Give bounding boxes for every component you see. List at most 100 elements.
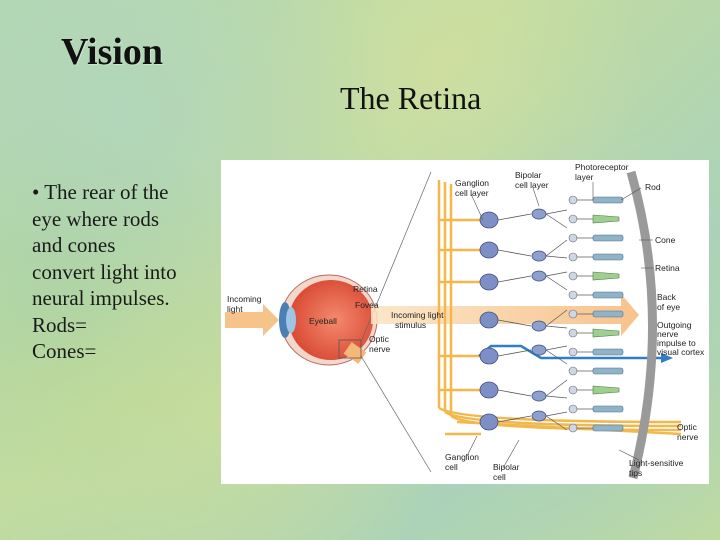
bipolar-dendrite (545, 209, 568, 215)
ganglion-cell-layer (479, 211, 532, 431)
label-ganglion-cell: cell (445, 462, 458, 472)
bipolar-dendrite (545, 415, 568, 431)
bipolar-dendrite (545, 309, 568, 327)
bipolar-dendrite (545, 213, 568, 229)
ganglion-axon (497, 415, 532, 423)
label-light-sensitive-tips: tips (629, 468, 642, 478)
bipolar-cell (531, 344, 547, 356)
ganglion-cell (479, 241, 499, 259)
eyeball-illustration (279, 274, 378, 366)
photoreceptor-nucleus (568, 271, 578, 281)
cone-cell (592, 214, 620, 224)
bipolar-dendrite (545, 271, 568, 277)
rod-cell (592, 348, 624, 356)
bipolar-dendrite (545, 395, 568, 399)
rods-line: Rods= (32, 312, 88, 337)
label-back-of-eye: Back (657, 292, 677, 302)
retina-diagram-svg: Incoming light Eyeball Retina Fovea Opti… (225, 162, 705, 482)
bipolar-cell (531, 270, 547, 282)
label-light-sensitive-tips: Light-sensitive (629, 458, 684, 468)
impulse-arrowhead (661, 353, 673, 363)
label-back-of-eye: of eye (657, 302, 680, 312)
label-ganglion-layer: Ganglion (455, 178, 489, 188)
bullet-line: eye where rods (32, 206, 160, 231)
label-retina: Retina (353, 284, 378, 294)
bullet-line: • The rear of the (32, 180, 169, 204)
photoreceptor-nucleus (568, 290, 578, 300)
ganglion-cell (479, 381, 499, 399)
label-ganglion-layer: cell layer (455, 188, 489, 198)
label-retina-right: Retina (655, 263, 680, 273)
bipolar-cell (531, 250, 547, 262)
incoming-light-arrow (225, 304, 279, 336)
ganglion-cell (479, 311, 499, 329)
label-optic-nerve-eye: nerve (369, 344, 391, 354)
photoreceptor-nucleus (568, 233, 578, 243)
label-bipolar-layer: cell layer (515, 180, 549, 190)
bipolar-dendrite (545, 325, 568, 329)
ganglion-axon (497, 389, 532, 397)
retina-diagram: Incoming light Eyeball Retina Fovea Opti… (221, 160, 709, 484)
label-photoreceptor-layer: Photoreceptor (575, 162, 629, 172)
bipolar-dendrite (545, 275, 568, 291)
label-incoming-stimulus: Incoming light (391, 310, 444, 320)
ganglion-axon (497, 349, 532, 357)
ganglion-axon (497, 213, 532, 221)
label-optic-nerve-right: Optic (677, 422, 698, 432)
slide-title: Vision (61, 31, 164, 73)
bipolar-cell (531, 390, 547, 402)
label-bipolar-cell: Bipolar (493, 462, 520, 472)
rod-cell (592, 405, 624, 413)
photoreceptor-nucleus (568, 309, 578, 319)
ganglion-axon (497, 275, 532, 283)
rod-cell (592, 424, 624, 432)
bullet-line: neural impulses. (32, 286, 170, 310)
label-photoreceptor-layer: layer (575, 172, 594, 182)
label-bipolar-layer: Bipolar (515, 170, 542, 180)
label-outgoing-impulse: Outgoing (657, 320, 692, 330)
ganglion-cell (479, 273, 499, 291)
slide-subtitle: The Retina (340, 80, 482, 116)
photoreceptor-nucleus (568, 423, 578, 433)
cone-cell (592, 271, 620, 281)
label-leaders (466, 182, 653, 469)
light-stimulus-beam (371, 294, 639, 336)
label-incoming-light: light (227, 304, 243, 314)
bipolar-cell (531, 410, 547, 422)
bipolar-dendrite (545, 345, 568, 351)
label-outgoing-impulse: impulse to (657, 338, 696, 348)
label-bipolar-cell: cell (493, 472, 506, 482)
photoreceptor-nucleus (568, 195, 578, 205)
rod-cell (592, 291, 624, 299)
rod-cell (592, 234, 624, 242)
bipolar-dendrite (545, 379, 568, 397)
cone-cell (592, 385, 620, 395)
rod-cell (592, 310, 624, 318)
ganglion-axon (497, 319, 532, 327)
bipolar-dendrite (545, 411, 568, 417)
photoreceptor-cell-layer (568, 195, 624, 433)
bipolar-cell-layer (531, 208, 568, 431)
ganglion-cell (479, 347, 499, 365)
label-outgoing-impulse: nerve (657, 329, 679, 339)
ganglion-axon (497, 249, 532, 257)
label-rod: Rod (645, 182, 661, 192)
bipolar-cell (531, 208, 547, 220)
rod-cell (592, 253, 624, 261)
bipolar-cell (531, 320, 547, 332)
label-optic-nerve-right: nerve (677, 432, 699, 442)
label-incoming-light: Incoming (227, 294, 262, 304)
label-eyeball: Eyeball (309, 316, 337, 326)
photoreceptor-nucleus (568, 404, 578, 414)
label-optic-nerve-eye: Optic (369, 334, 390, 344)
photoreceptor-nucleus (568, 214, 578, 224)
bipolar-dendrite (545, 349, 568, 365)
back-of-eye-wall (626, 170, 657, 480)
ganglion-cell (479, 413, 499, 431)
label-cone: Cone (655, 235, 676, 245)
rod-cell (592, 196, 624, 204)
label-incoming-stimulus: stimulus (395, 320, 426, 330)
bullet-line: and cones (32, 233, 116, 257)
cones-line: Cones= (32, 339, 97, 363)
bipolar-dendrite (545, 239, 568, 257)
